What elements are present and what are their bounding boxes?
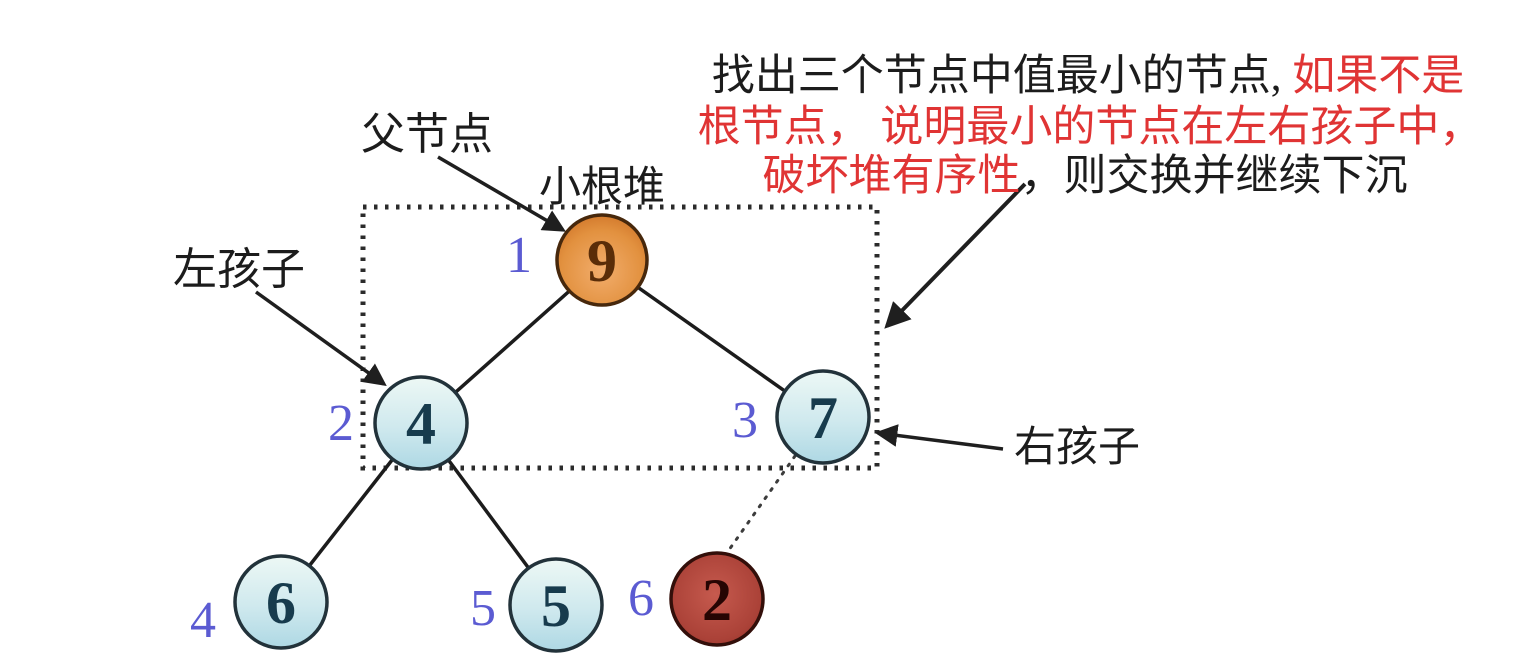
annotation-line-1-red: 如果不是 <box>1292 53 1464 100</box>
heap-node-right: 7 <box>775 369 871 465</box>
heap-node-leaf4: 6 <box>233 554 329 650</box>
left-child-arrow-icon <box>254 290 387 386</box>
heap-node-leaf5: 5 <box>508 557 604 653</box>
index-2: 2 <box>328 395 354 452</box>
node-value-right: 7 <box>808 385 838 451</box>
array-indices: 1 2 3 4 5 6 <box>190 227 758 649</box>
annotation-line-2: 根节点， 说明最小的节点在左右孩子中， <box>698 104 1483 151</box>
annotation-line-2-red: 根节点， 说明最小的节点在左右孩子中， <box>698 104 1483 151</box>
node-value-leaf4: 6 <box>266 570 296 636</box>
index-1: 1 <box>506 227 532 284</box>
annotation-paragraph: 找出三个节点中值最小的节点, 如果不是 根节点， 说明最小的节点在左右孩子中， … <box>698 53 1483 200</box>
node-circle-right <box>775 369 871 465</box>
left-child-label: 左孩子 <box>173 245 305 294</box>
pointer-arrows <box>254 155 1027 451</box>
node-value-root: 9 <box>587 228 617 294</box>
min-heap-label: 小根堆 <box>539 165 665 211</box>
index-4: 4 <box>190 592 216 649</box>
index-5: 5 <box>470 580 496 637</box>
annotation-line-3-black: ，则交换并继续下沉 <box>1021 152 1408 200</box>
heap-nodes: 9 4 7 6 5 2 <box>233 213 871 653</box>
node-circle-min <box>669 551 765 647</box>
annotation-arrow-icon <box>884 182 1027 329</box>
index-6: 6 <box>628 570 654 627</box>
annotation-line-3: 破坏堆有序性，则交换并继续下沉 <box>763 152 1408 200</box>
node-circle-leaf4 <box>233 554 329 650</box>
heap-node-root: 9 <box>555 213 649 307</box>
parent-label: 父节点 <box>361 110 493 159</box>
node-circle-left <box>373 375 469 471</box>
node-circle-root <box>555 213 649 307</box>
right-child-arrow-icon <box>874 424 1004 451</box>
annotation-line-1-black: 找出三个节点中值最小的节点, <box>712 53 1293 100</box>
edge-dotted-right-min <box>722 454 797 559</box>
heap-node-left: 4 <box>373 375 469 471</box>
right-child-label: 右孩子 <box>1014 425 1140 471</box>
parent-arrow-icon <box>437 155 566 232</box>
node-circle-leaf5 <box>508 557 604 653</box>
node-value-left: 4 <box>406 391 436 457</box>
callout-labels: 父节点 小根堆 左孩子 右孩子 <box>173 110 1140 471</box>
node-value-min: 2 <box>702 567 732 633</box>
heap-node-min: 2 <box>669 551 765 647</box>
annotation-line-1: 找出三个节点中值最小的节点, 如果不是 <box>712 53 1465 100</box>
annotation-line-3-red: 破坏堆有序性 <box>763 153 1021 200</box>
index-3: 3 <box>732 392 758 449</box>
heap-boundary-box <box>360 204 880 471</box>
node-value-leaf5: 5 <box>541 573 571 639</box>
